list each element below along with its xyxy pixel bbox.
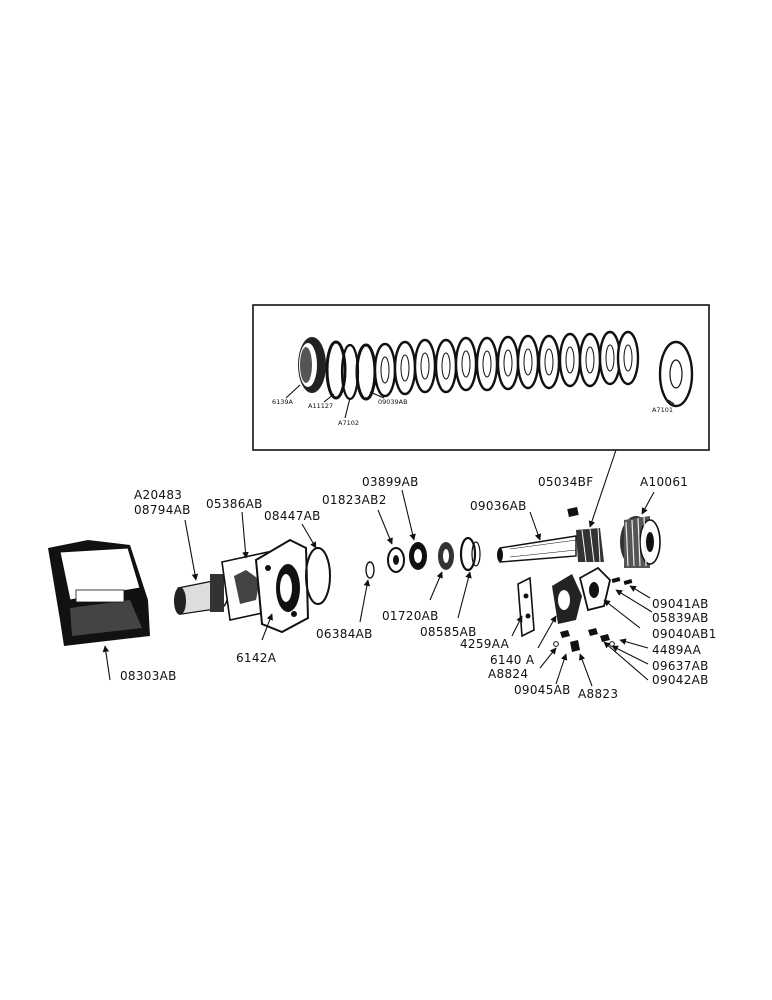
label-05386AB: 05386AB [206,497,263,511]
washer-08585AB-drawing [459,536,477,572]
label-6139A: 6139A [272,398,294,406]
leader-A8823 [578,653,593,687]
shaft-09036AB-drawing [497,511,604,563]
label-08303AB: 08303AB [120,669,177,683]
housing-08303AB-drawing [48,540,150,681]
carrier-09040AB1-drawing [578,566,641,629]
label-A10061: A10061 [640,475,688,489]
hub-A20483-drawing [174,519,229,615]
label-A7101: A7101 [652,406,673,414]
label-A11127: A11127 [308,402,333,410]
label-A20483: A20483 [134,488,182,502]
label-A8824: A8824 [488,667,528,681]
label-05034BF: 05034BF [538,475,593,489]
bearing-01823AB2-drawing [387,547,405,573]
leader-09045AB [555,653,568,685]
label-01823AB2: 01823AB2 [322,493,387,507]
pump-body-6142A-drawing [254,538,310,641]
label-09040AB1: 09040AB1 [652,627,717,641]
label-09041AB: 09041AB [652,597,709,611]
small-parts-drawing [553,628,615,652]
leader-A8824 [539,647,557,669]
label-6142A: 6142A [236,651,277,665]
label-4489AA: 4489AA [652,643,702,657]
label-08447AB: 08447AB [264,509,321,523]
label-09039AB: 09039AB [378,398,408,406]
label-08585AB: 08585AB [420,625,477,639]
snap-ring-A11127-drawing [325,340,347,400]
clutch-disc-stack [373,330,640,398]
washer-A7101-drawing [658,340,694,408]
pins-09041AB-drawing [611,577,651,599]
inset-connector-line [588,449,617,528]
label-6140A: 6140 A [490,653,535,667]
bearing-01720AB-drawing [438,542,454,570]
label-05839AB: 05839AB [652,611,709,625]
oring-08447AB-drawing [305,547,331,605]
ring-08585AB-drawing [471,541,481,567]
label-01720AB: 01720AB [382,609,439,623]
label-A8823: A8823 [578,687,618,701]
leader-05839AB [615,589,653,613]
label-A7102: A7102 [338,419,359,427]
plate-4259AA-drawing [511,576,535,638]
label-4259AA: 4259AA [460,637,510,651]
bearing-03899AB-drawing [409,542,427,570]
label-08794AB: 08794AB [134,503,191,517]
inset-clutch-pack: 6139A A11127 09039AB A7102 A7101 [252,304,710,451]
label-09045AB: 09045AB [514,683,571,697]
leader-09637AB [611,645,649,665]
key-05034BF-drawing [567,507,579,517]
leader-09042AB [603,641,649,681]
label-09637AB: 09637AB [652,659,709,673]
label-09042AB: 09042AB [652,673,709,687]
snap-ring-06384AB-drawing [365,561,375,579]
carrier-6140A-drawing [537,574,582,649]
leader-4489AA [619,638,649,649]
seal-6139A-drawing [298,337,326,393]
label-09036AB: 09036AB [470,499,527,513]
label-03899AB: 03899AB [362,475,419,489]
label-06384AB: 06384AB [316,627,373,641]
gear-A10061-drawing [620,491,661,568]
